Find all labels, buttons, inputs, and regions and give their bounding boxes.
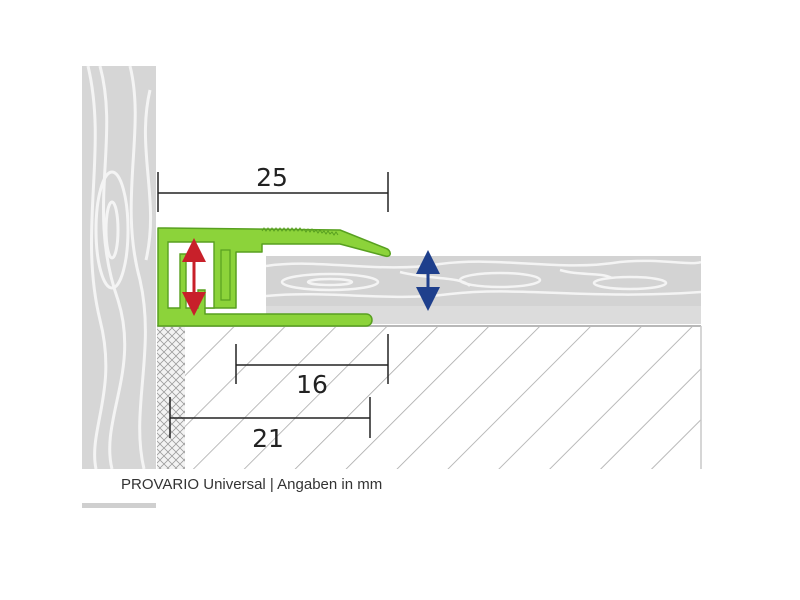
dimension-21-label: 21 <box>252 424 284 453</box>
floor-board <box>266 256 701 306</box>
dimension-16: 16 <box>235 334 389 399</box>
wall <box>82 66 156 508</box>
dimension-16-label: 16 <box>296 370 328 399</box>
insulation-strip <box>157 326 185 469</box>
subfloor <box>157 325 702 469</box>
dimension-25: 25 <box>157 163 389 212</box>
dimension-21: 21 <box>169 397 371 453</box>
dimension-25-label: 25 <box>256 163 288 192</box>
diagram-caption: PROVARIO Universal | Angaben in mm <box>121 476 383 493</box>
underlay-layer <box>266 306 701 324</box>
